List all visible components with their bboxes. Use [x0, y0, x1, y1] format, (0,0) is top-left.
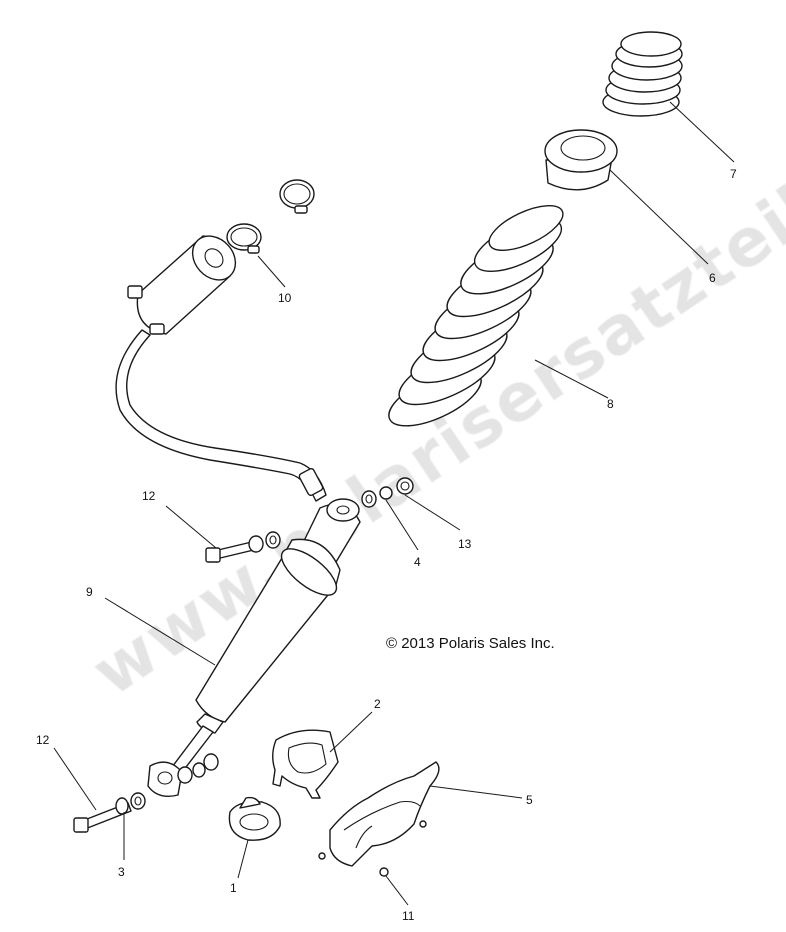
copyright-notice: © 2013 Polaris Sales Inc.	[386, 635, 555, 652]
callout-10: 10	[278, 291, 292, 305]
callout-9: 9	[86, 585, 93, 599]
reservoir-hose	[115, 329, 327, 502]
part-12-upper-bolt	[205, 531, 281, 563]
callout-6: 6	[709, 271, 716, 285]
callout-12-upper: 12	[142, 489, 156, 503]
part-9-shock-body	[147, 498, 361, 798]
part-13-4-upper-hardware	[361, 477, 414, 508]
callout-12-lower: 12	[36, 733, 50, 747]
callout-1: 1	[230, 881, 237, 895]
part-8-spring-large	[388, 205, 564, 427]
callout-11: 11	[402, 909, 415, 923]
part-2-clip-bracket	[272, 729, 339, 799]
shock-reservoir	[127, 235, 237, 335]
callout-2: 2	[374, 697, 381, 711]
part-5-guard	[318, 761, 440, 867]
part-6-spring-retainer	[544, 129, 618, 191]
callout-3: 3	[118, 865, 125, 879]
callout-13: 13	[458, 537, 472, 551]
part-12-lower-bolt	[73, 753, 219, 833]
callout-7: 7	[730, 167, 737, 181]
part-11-screw	[379, 867, 389, 877]
callout-4: 4	[414, 555, 421, 569]
callout-8: 8	[607, 397, 614, 411]
leader-lines	[53, 101, 735, 906]
part-10-hose-clamps	[226, 179, 315, 254]
callout-labels: 7 6 8 10 13 4 12 9 2 5 12 3 1 11	[36, 167, 737, 923]
callout-5: 5	[526, 793, 533, 807]
part-7-spring-small	[602, 31, 683, 117]
part-1-spring-seat	[228, 796, 281, 841]
